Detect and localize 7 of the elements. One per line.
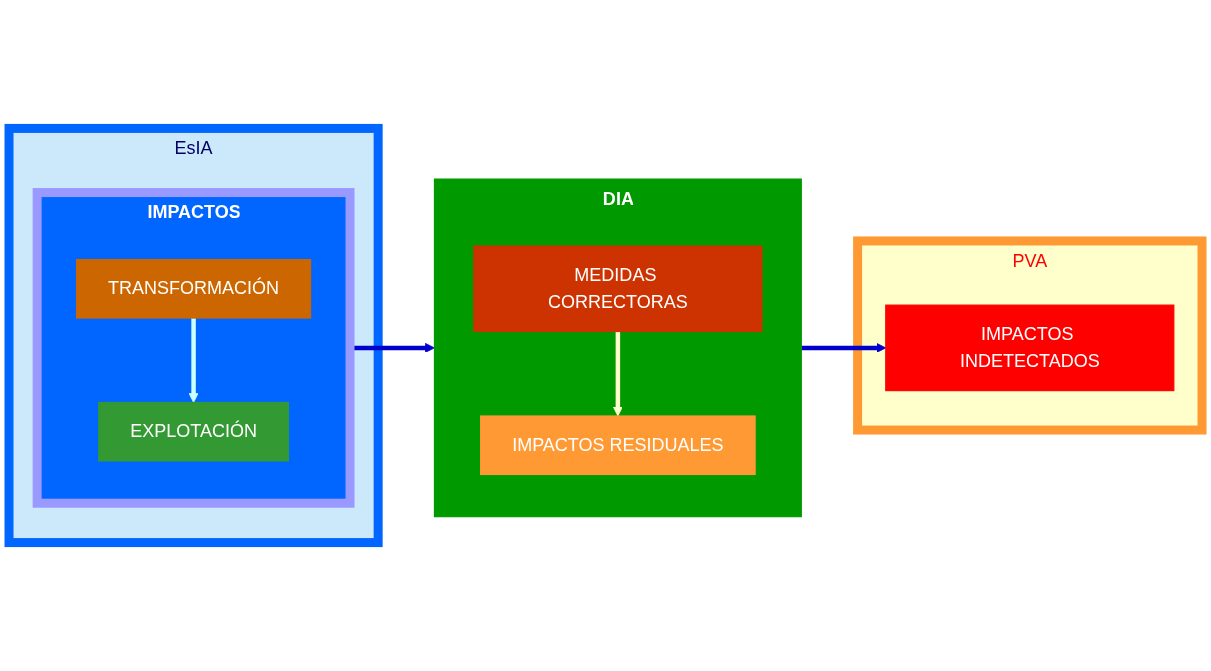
node-box: TRANSFORMACIÓN [75,258,312,319]
node-box: IMPACTOS INDETECTADOS [885,304,1175,392]
node-box: MEDIDAS CORRECTORAS [473,245,763,333]
arrow [188,318,199,403]
node-box: IMPACTOS RESIDUALES [480,415,756,476]
arrow [612,331,623,417]
node-box: EXPLOTACIÓN [98,401,290,462]
